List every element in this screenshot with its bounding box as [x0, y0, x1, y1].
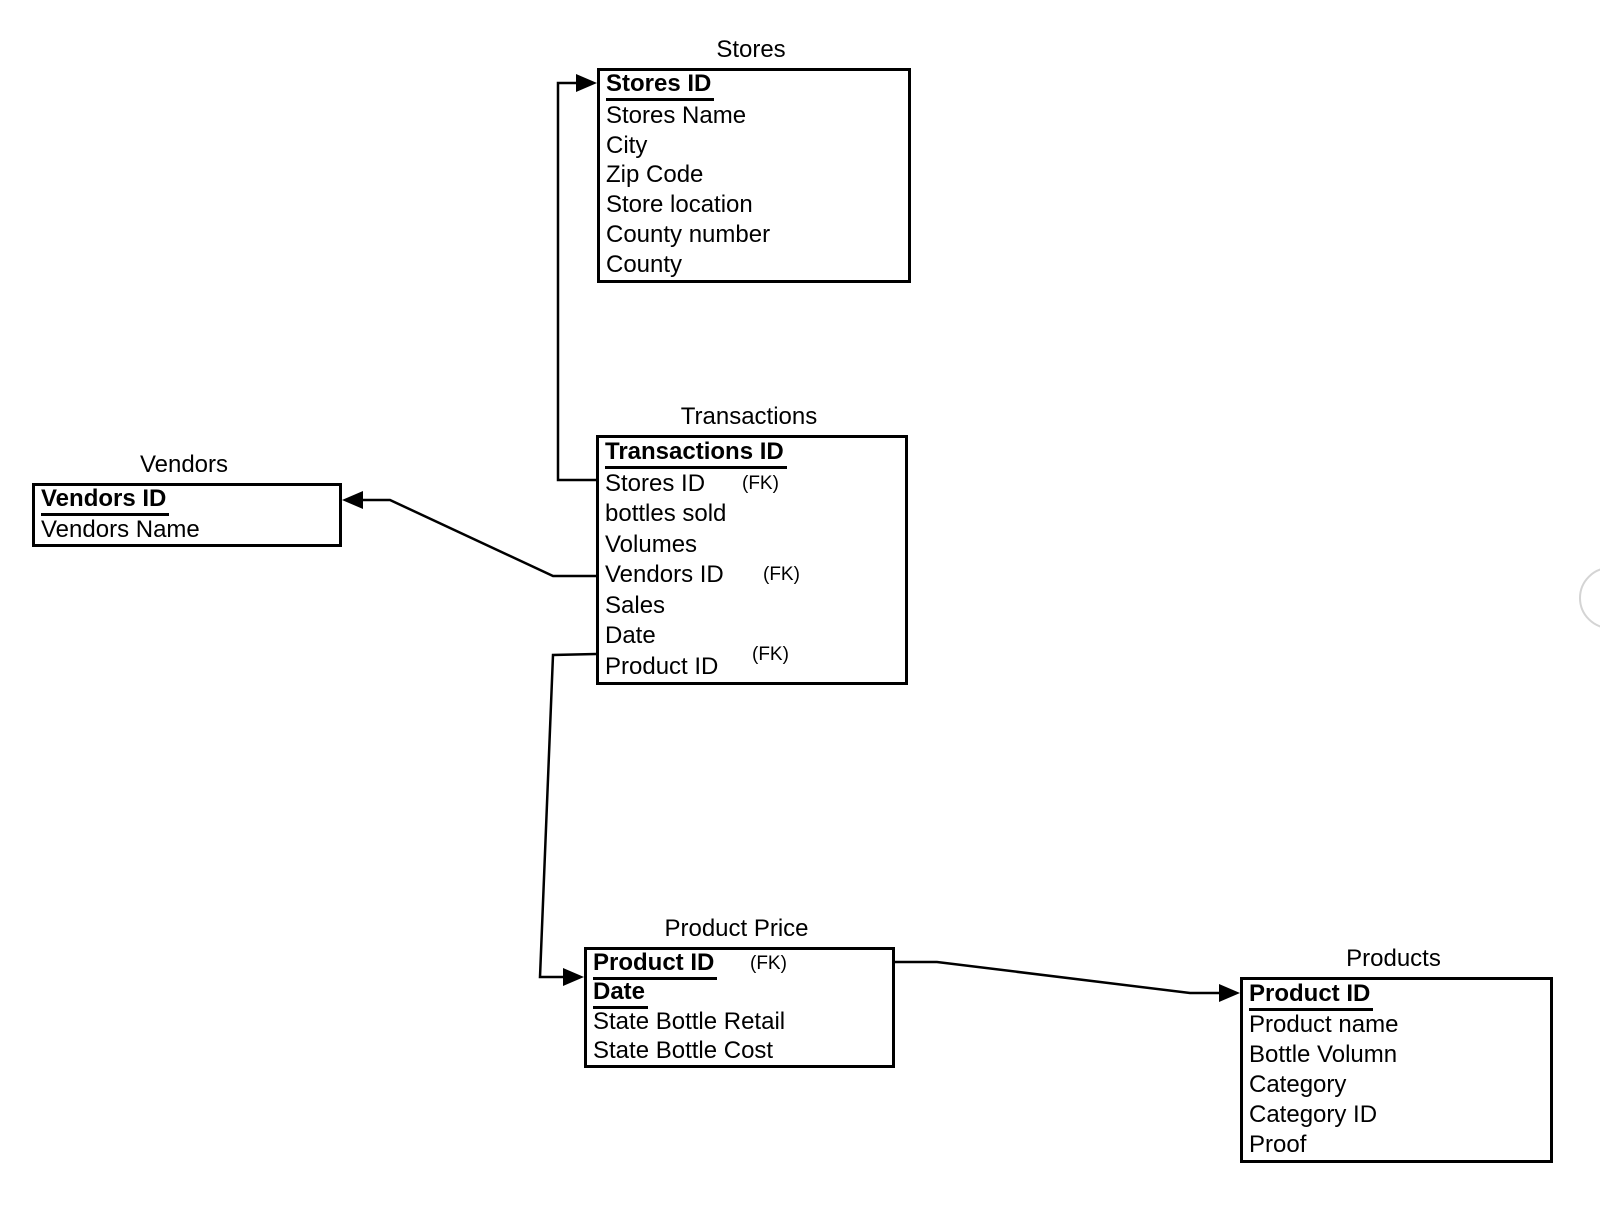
- field-label: State Bottle Retail: [593, 1007, 786, 1035]
- field-label: Volumes: [605, 530, 698, 558]
- primary-key-label: Date: [593, 978, 649, 1009]
- field-transactions-0: Transactions ID: [599, 438, 905, 469]
- primary-key-label: Product ID: [1249, 980, 1374, 1011]
- field-label: Stores ID: [605, 469, 706, 497]
- relationship-product-price-products: [895, 960, 1221, 995]
- relationship-transactions-stores: [556, 81, 596, 482]
- field-vendors-1: Vendors Name: [35, 515, 339, 544]
- field-stores-3: Zip Code: [600, 161, 908, 191]
- field-label: Product name: [1249, 1011, 1399, 1038]
- field-label: Store location: [606, 191, 753, 219]
- field-product_price-0: Product ID (FK): [587, 949, 892, 980]
- field-label: Sales: [605, 591, 666, 619]
- field-vendors-0: Vendors ID: [35, 485, 339, 516]
- field-stores-0: Stores ID: [600, 70, 908, 102]
- field-products-4: Category ID: [1243, 1100, 1550, 1130]
- field-products-3: Category: [1243, 1070, 1550, 1100]
- field-label: Product ID: [605, 652, 719, 680]
- field-label: City: [606, 131, 648, 159]
- field-product_price-1: Date: [587, 978, 892, 1009]
- primary-key-label: Vendors ID: [41, 485, 170, 516]
- field-products-0: Product ID: [1243, 980, 1550, 1011]
- field-stores-2: City: [600, 131, 908, 161]
- arrowhead-into-product-price-icon: [563, 968, 584, 986]
- entity-title-transactions: Transactions: [680, 403, 818, 430]
- field-transactions-5: Sales: [599, 591, 905, 622]
- field-label: Category: [1249, 1071, 1347, 1098]
- field-products-2: Bottle Volumn: [1243, 1040, 1550, 1070]
- field-label: Vendors Name: [41, 515, 200, 543]
- field-label: Bottle Volumn: [1249, 1041, 1398, 1068]
- primary-key-label: Stores ID: [606, 70, 715, 102]
- composite-foreign-key-tag: (FK): [752, 644, 789, 665]
- entity-title-stores: Stores: [716, 36, 786, 63]
- field-label: State Bottle Cost: [593, 1036, 774, 1064]
- entity-title-vendors: Vendors: [139, 451, 229, 478]
- relationship-transactions-vendors: [361, 498, 596, 578]
- primary-key-label: Product ID: [593, 949, 718, 980]
- field-label: Category ID: [1249, 1101, 1378, 1128]
- field-label: Stores Name: [606, 101, 747, 129]
- field-products-1: Product name: [1243, 1010, 1550, 1040]
- field-transactions-3: Volumes: [599, 530, 905, 561]
- field-stores-5: County number: [600, 220, 908, 250]
- foreign-key-tag: (FK): [763, 564, 800, 586]
- field-label: bottles sold: [605, 500, 727, 528]
- field-transactions-6: Date: [599, 621, 905, 652]
- field-transactions-1: Stores ID (FK): [599, 469, 905, 500]
- field-label: Date: [605, 622, 656, 650]
- arrowhead-into-products-icon: [1219, 984, 1240, 1002]
- entity-title-product_price: Product Price: [664, 915, 809, 942]
- field-label: County: [606, 250, 683, 278]
- primary-key-label: Transactions ID: [605, 438, 787, 469]
- field-product_price-2: State Bottle Retail: [587, 1008, 892, 1037]
- foreign-key-tag: (FK): [750, 953, 787, 975]
- field-stores-4: Store location: [600, 190, 908, 220]
- field-products-5: Proof: [1243, 1130, 1550, 1160]
- field-transactions-7: Product ID: [599, 652, 905, 683]
- field-transactions-4: Vendors ID (FK): [599, 560, 905, 591]
- field-label: Vendors ID: [605, 561, 724, 589]
- field-label: Proof: [1249, 1131, 1307, 1158]
- field-stores-6: County: [600, 250, 908, 280]
- field-transactions-2: bottles sold: [599, 499, 905, 530]
- arrowhead-into-vendors-icon: [342, 491, 363, 509]
- field-label: Zip Code: [606, 161, 704, 189]
- field-stores-1: Stores Name: [600, 101, 908, 131]
- foreign-key-tag: (FK): [742, 472, 779, 494]
- entity-title-products: Products: [1346, 945, 1441, 972]
- field-label: County number: [606, 221, 771, 249]
- field-product_price-3: State Bottle Cost: [587, 1036, 892, 1065]
- faint-circle-artifact: [1579, 568, 1600, 628]
- arrowhead-into-stores-icon: [576, 74, 597, 92]
